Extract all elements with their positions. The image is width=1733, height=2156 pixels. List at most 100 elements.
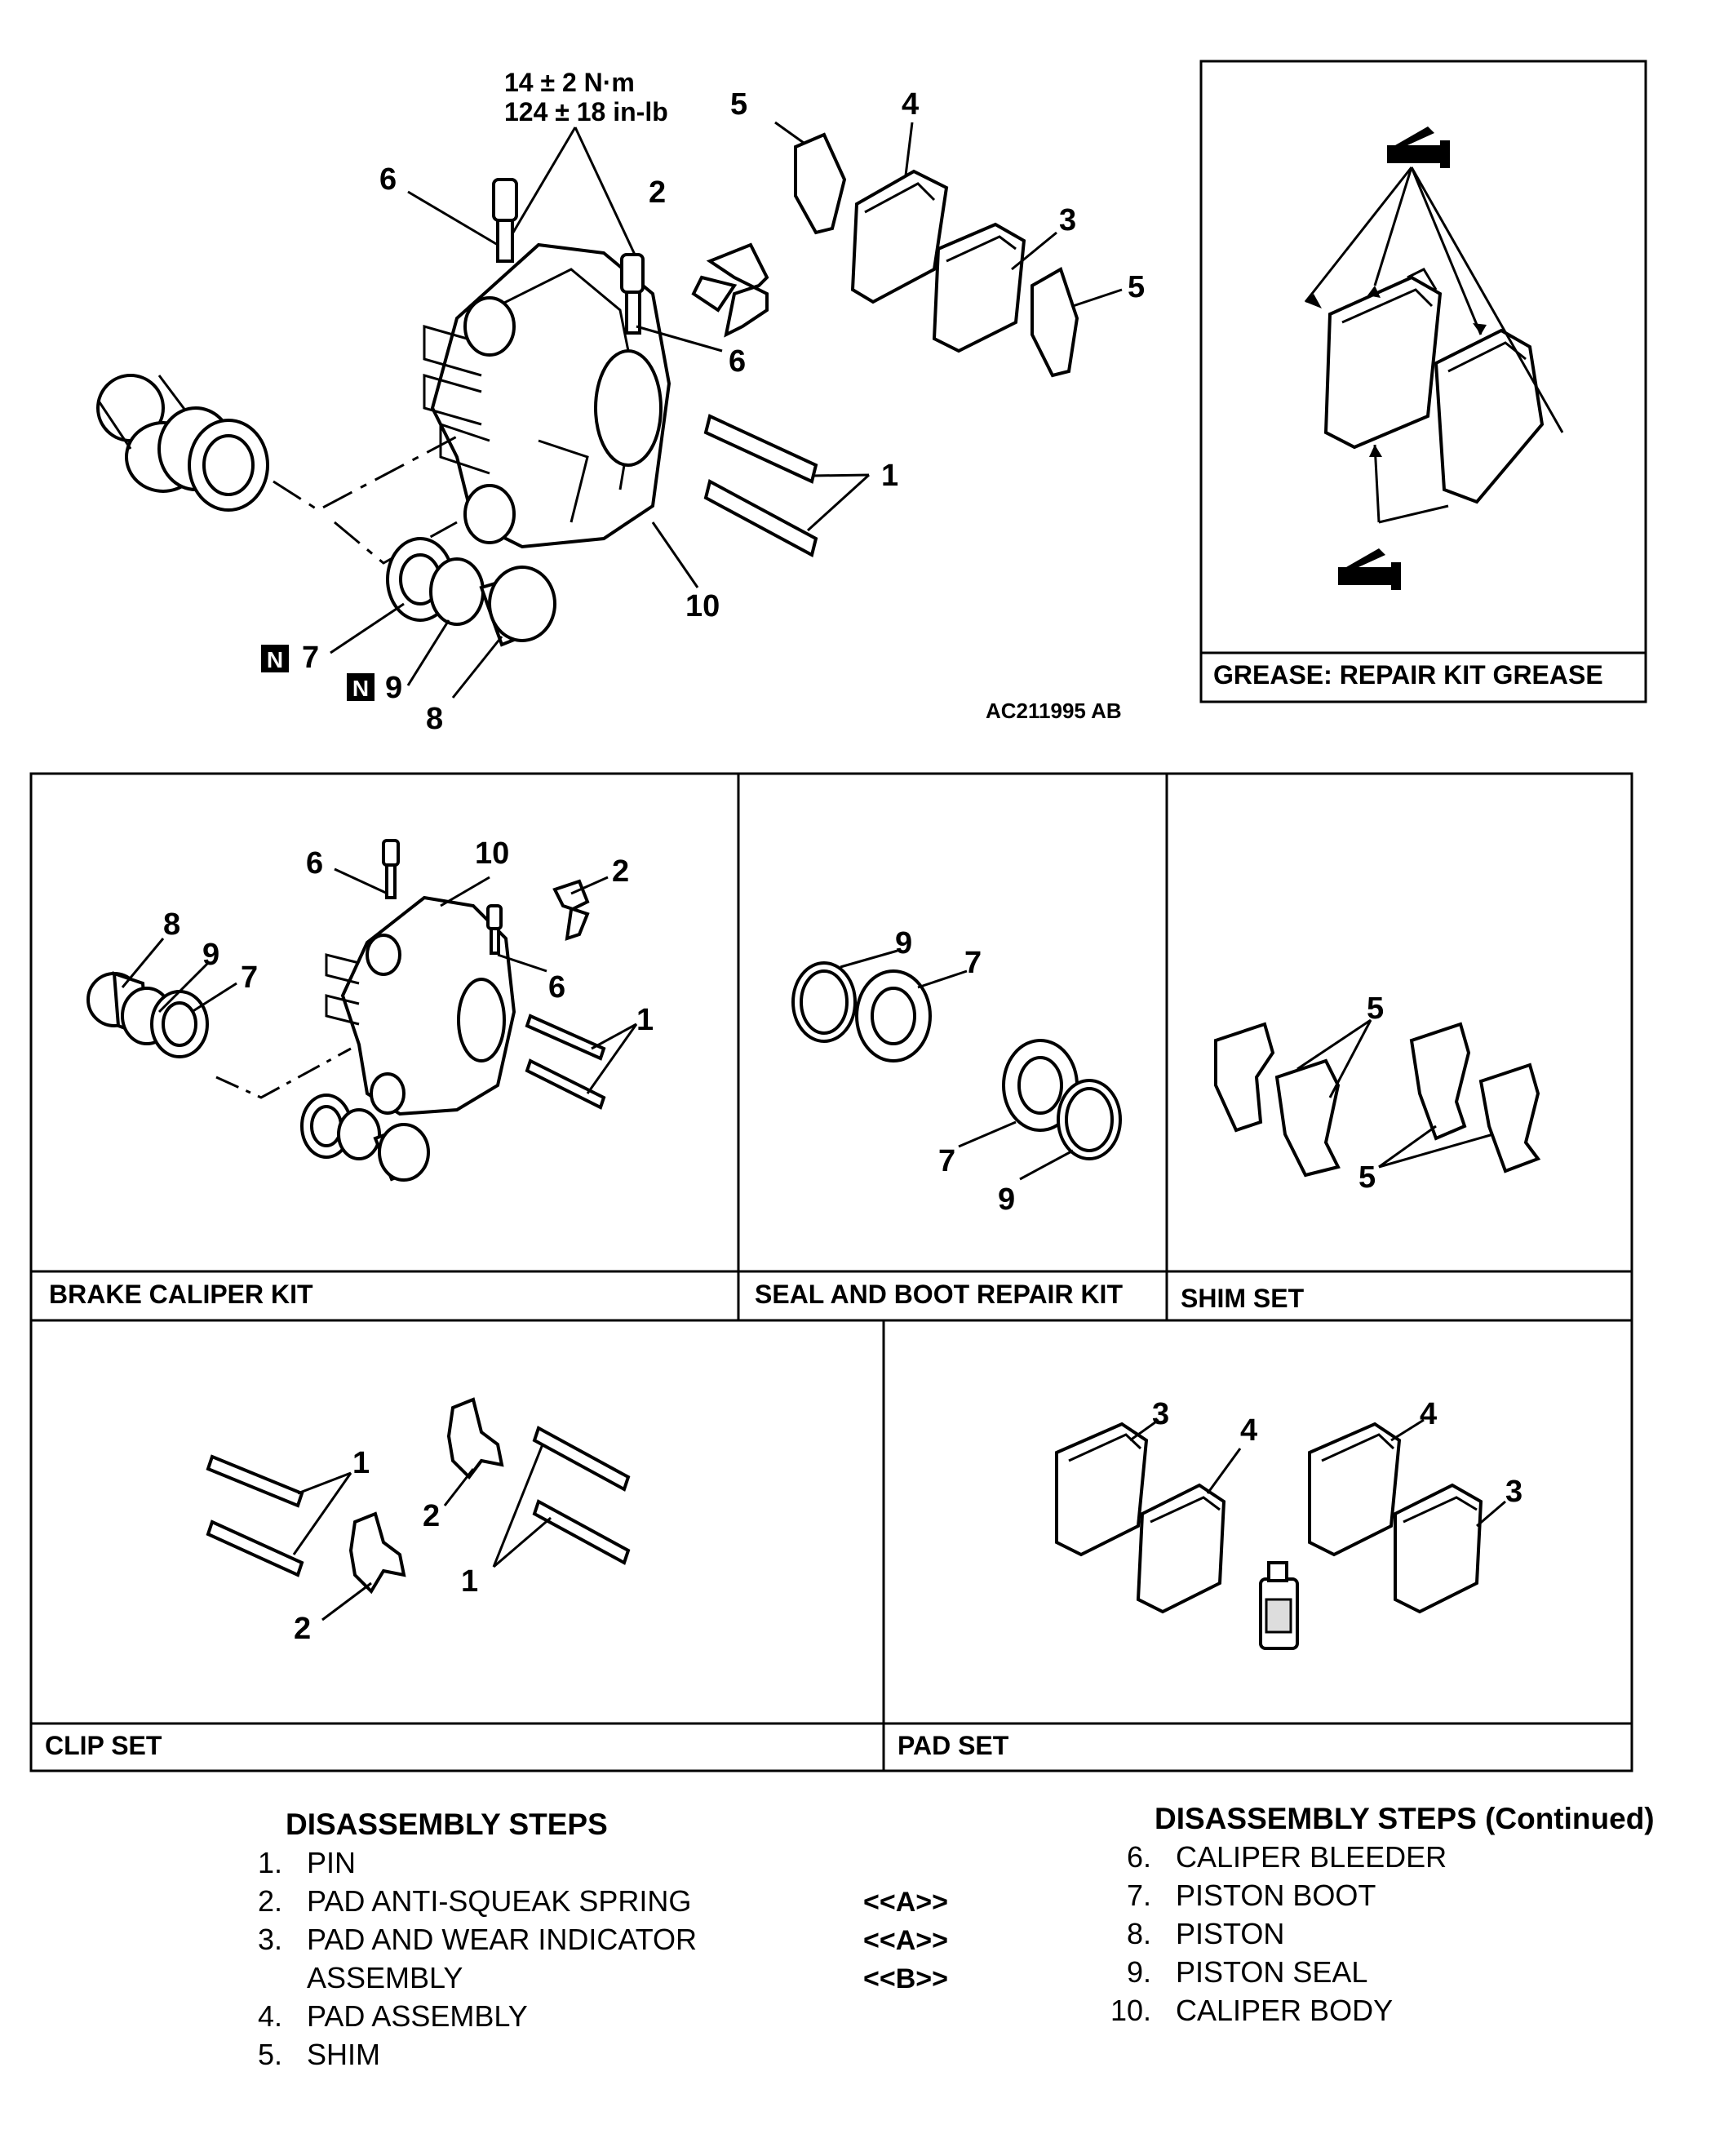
shim-outer [794,132,847,235]
grease-tube-icon-top [1387,126,1450,168]
callout-5-shim-bottom: 5 [1358,1160,1376,1195]
brake-caliper-kit-illustration: 6 10 2 6 1 8 9 7 [86,836,654,1182]
shim-inner [1030,267,1079,378]
step-row: 10. CALIPER BODY [1097,1991,1655,2030]
step-label: PIN [307,1846,357,1879]
step-num: 3. [257,1923,282,1956]
pad-assembly [850,169,949,304]
step-label: ASSEMBLY [307,1961,463,1994]
callout-4-pad-right: 4 [1420,1397,1437,1431]
step-num: 5. [257,2038,282,2071]
step-row: 2.PAD ANTI-SQUEAK SPRING [228,1882,697,1920]
new-part-badge-9-text: N [352,676,369,701]
step-label: PISTON SEAL [1176,1955,1368,1989]
callout-2-top: 2 [649,175,666,210]
figure-id: AC211995 AB [986,699,1122,723]
callout-1-top: 1 [881,459,898,493]
callout-6-top: 6 [379,162,397,197]
step-row: 5. SHIM [228,2035,697,2074]
disassembly-steps-left: DISASSEMBLY STEPS 1. PIN 2.PAD ANTI-SQUEA… [228,1805,697,2074]
step-num: 9. [1126,1955,1151,1989]
step-num: 4. [257,1999,282,2033]
steps-right-title: DISASSEMBLY STEPS (Continued) [1155,1802,1655,1835]
guide-pins [703,414,818,557]
callout-7-kit: 7 [241,960,258,995]
step-num: 1. [257,1846,282,1879]
step-ref-column: <<A>> <<A>> <<B>> [863,1883,948,1999]
callout-2-clip-left: 2 [294,1612,311,1646]
step-num: 10. [1110,1994,1151,2027]
piston [479,566,556,647]
new-part-badge-7 [261,645,289,672]
callout-1-kit: 1 [636,1003,654,1037]
step-label: CALIPER BODY [1176,1994,1394,2027]
new-part-badge-7-text: N [267,647,283,672]
callout-3-pad-right: 3 [1505,1475,1522,1509]
caliper-bleeder-right [620,253,645,335]
callout-8-top: 8 [426,702,443,736]
grease-panel: GREASE: REPAIR KIT GREASE [1199,60,1647,703]
callout-2-clip-right: 2 [423,1499,440,1533]
callout-6-right: 6 [729,344,746,379]
step-row: ASSEMBLY [228,1959,697,1997]
step-row: 7. PISTON BOOT [1097,1876,1655,1914]
step-label: PAD AND WEAR INDICATOR [307,1923,698,1956]
callout-1-clip-left: 1 [352,1446,370,1480]
callout-2-kit: 2 [612,854,629,889]
callout-9-seal-top: 9 [895,926,912,960]
step-ref: <<A>> [863,1925,948,1956]
step-label: CALIPER BLEEDER [1176,1840,1447,1874]
step-label: PISTON BOOT [1176,1879,1376,1912]
torque-nm: 14 ± 2 N·m [504,68,635,97]
pad-and-wear-indicator [932,222,1026,353]
callout-6-kit: 6 [306,846,323,881]
callout-9-kit: 9 [202,938,219,972]
callout-9-seal-bottom: 9 [998,1182,1015,1217]
step-ref: <<B>> [863,1963,948,1994]
grease-pad-left [1323,268,1443,450]
callout-3-pad-left: 3 [1152,1397,1169,1431]
callout-7-top: 7 [302,641,319,675]
pad-set-illustration: 3 4 4 3 [1055,1397,1522,1650]
callout-5-top-left: 5 [730,87,747,122]
new-part-badge-9 [347,673,375,701]
step-row: 6. CALIPER BLEEDER [1097,1838,1655,1876]
callout-1-clip-right: 1 [461,1564,478,1599]
step-label: PISTON [1176,1917,1285,1950]
callout-9-top: 9 [385,671,402,705]
step-label: PAD ASSEMBLY [307,1999,528,2033]
torque-inlb: 124 ± 18 in-lb [504,97,668,126]
step-row: 9. PISTON SEAL [1097,1953,1655,1991]
step-label: PAD ANTI-SQUEAK SPRING [307,1884,692,1918]
seal-boot-kit-illustration: 9 7 7 9 [791,926,1122,1217]
callout-4-top: 4 [902,87,919,122]
caliper-bleeder-left [492,178,518,263]
shim-set-illustration: 5 5 [1214,991,1541,1195]
step-num: 7. [1126,1879,1151,1912]
kit-label-seal-boot: SEAL AND BOOT REPAIR KIT [755,1280,1123,1309]
step-ref: <<A>> [863,1887,948,1918]
kit-label-pad: PAD SET [898,1731,1009,1760]
callout-7-seal-bottom: 7 [938,1144,955,1178]
steps-left-title: DISASSEMBLY STEPS [286,1808,608,1841]
kit-panels: BRAKE CALIPER KIT SEAL AND BOOT REPAIR K… [29,772,1633,1772]
step-label: SHIM [307,2038,380,2071]
disassembly-steps-right: DISASSEMBLY STEPS (Continued) 6. CALIPER … [1097,1799,1655,2030]
callout-10-kit: 10 [475,836,509,871]
clip-set-illustration: 1 2 1 2 [206,1397,631,1646]
kit-label-shim: SHIM SET [1181,1284,1305,1313]
main-exploded-view: 14 ± 2 N·m 124 ± 18 in-lb [96,68,1145,736]
grease-pad-right [1434,328,1545,504]
step-row: 1. PIN [228,1843,697,1882]
step-num: 8. [1126,1917,1151,1950]
kit-label-clip: CLIP SET [45,1731,162,1760]
callout-7-seal-top: 7 [964,946,982,980]
step-row: 4. PAD ASSEMBLY [228,1997,697,2035]
grease-label: GREASE: REPAIR KIT GREASE [1213,660,1603,690]
step-num: 6. [1126,1840,1151,1874]
caliper-body [423,242,671,549]
callout-5-top-right: 5 [1128,270,1145,304]
kit-label-brake-caliper: BRAKE CALIPER KIT [49,1280,313,1309]
anti-squeak-spring [691,242,769,338]
callout-8-kit: 8 [163,907,180,942]
